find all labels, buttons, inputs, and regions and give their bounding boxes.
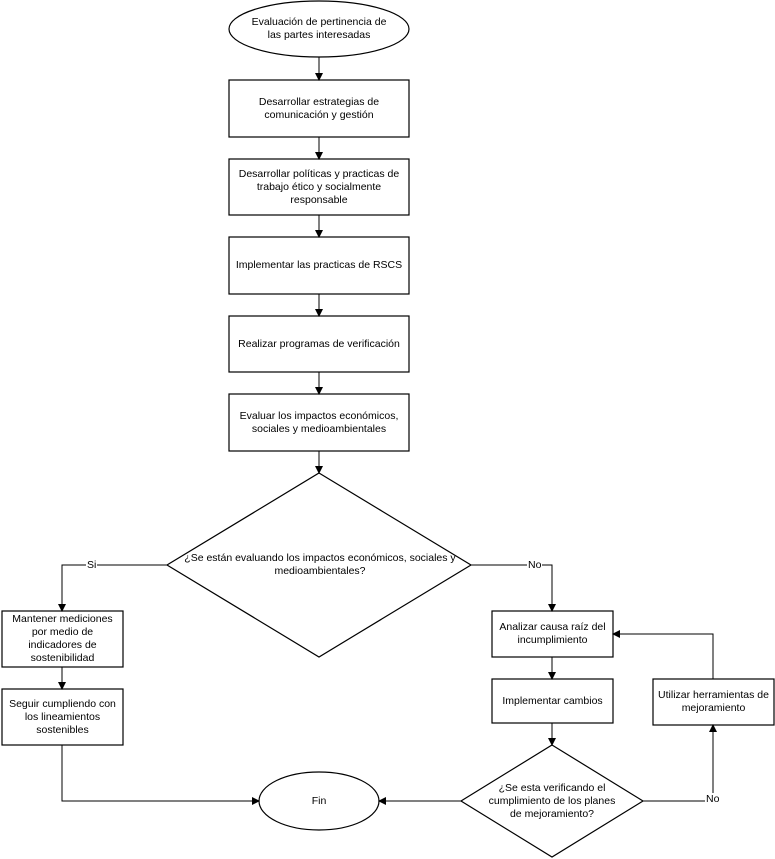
keep-complying-label: Seguir cumpliendo con los lineamientos s… xyxy=(9,697,116,736)
strategies-process xyxy=(228,79,410,138)
arrow-tools-to-root-cause xyxy=(612,630,714,679)
edge-label-yes: Si xyxy=(86,559,98,571)
start-label: Evaluación de pertinencia de las partes … xyxy=(251,16,387,41)
implement-rscs-process xyxy=(228,236,410,295)
end-label: Fin xyxy=(311,794,327,807)
maintain-process xyxy=(1,610,124,668)
root-cause-process xyxy=(491,610,614,658)
maintain-label: Mantener mediciones por medio de indicad… xyxy=(12,613,113,664)
arrow-decision-plans-no-to-tools xyxy=(643,724,717,802)
implement-changes-label: Implementar cambios xyxy=(502,694,603,707)
verification-label: Realizar programas de verificación xyxy=(238,337,400,350)
arrow-decision-no-to-root-cause xyxy=(471,564,556,612)
arrow-keep-to-end xyxy=(61,745,260,805)
strategies-label: Desarrollar estrategias de comunicación … xyxy=(258,95,380,121)
decision-impacts-diamond xyxy=(165,472,473,658)
decision-impacts-label: ¿Se están evaluando los impactos económi… xyxy=(184,552,456,577)
edge-label-no-plans: No xyxy=(705,793,721,805)
edge-label-no-impacts: No xyxy=(527,559,543,571)
improvement-tools-label: Utilizar herramientas de mejoramiento xyxy=(658,689,769,714)
policies-label: Desarrollar políticas y practicas de tra… xyxy=(238,167,400,206)
arrow-decision-yes-to-maintain xyxy=(58,564,167,612)
evaluate-impacts-label: Evaluar los impactos económicos, sociale… xyxy=(239,409,399,435)
implement-rscs-label: Implementar las practicas de RSCS xyxy=(235,259,403,271)
decision-plans-diamond xyxy=(459,744,645,858)
keep-complying-process xyxy=(1,688,124,746)
root-cause-label: Analizar causa raíz del incumplimiento xyxy=(499,621,606,646)
decision-plans-label: ¿Se esta verificando el cumplimiento de … xyxy=(488,781,616,820)
improvement-tools-process xyxy=(652,678,775,726)
